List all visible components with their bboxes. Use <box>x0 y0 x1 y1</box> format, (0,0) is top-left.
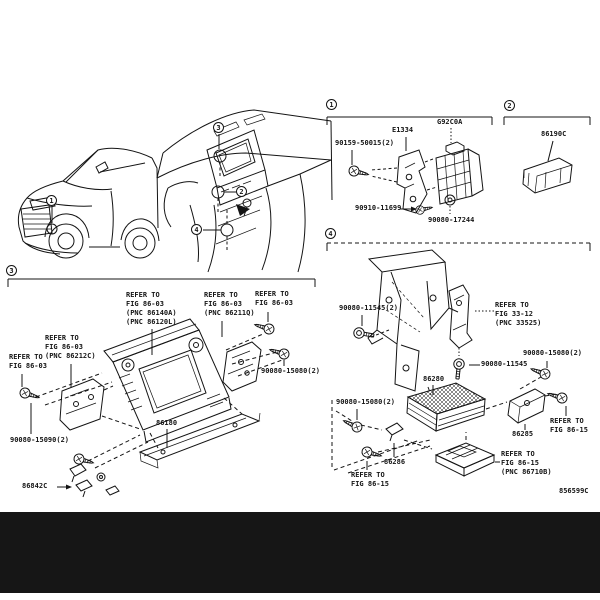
section4-amplifier-drawing <box>331 249 569 477</box>
screw-icon <box>267 344 291 361</box>
dashboard-drawing <box>156 109 333 273</box>
car-location-callout: 1 <box>46 195 57 206</box>
footer-black-band <box>0 512 600 593</box>
s3-bracket-left-refer-note: REFER TO FIG 86-03 (PNC 86212C) <box>45 334 96 360</box>
screw-icon <box>528 363 552 381</box>
s3-screw-right-part-label: 90080-15080(2) <box>261 367 321 375</box>
s3-rail-part-label: 86180 <box>156 419 178 427</box>
s4-bracket-part-label: 86285 <box>512 430 534 438</box>
dash-console-callout: 2 <box>236 186 247 197</box>
s4-screw-right-part-label: 90080-15080(2) <box>523 349 583 357</box>
s1-nut-part-label: 90080-17244 <box>428 216 475 224</box>
s4-bolt-mid-part-label: 90080-11545 <box>481 360 528 368</box>
s4-shift-refer-note: REFER TO FIG 33-12 (PNC 33525) <box>495 301 542 327</box>
s4-bolt-left-part-label: 90080-11545(2) <box>339 304 399 312</box>
s4-tray-refer-note: REFER TO FIG 86-15 (PNC 86710B) <box>501 450 552 476</box>
screw-icon <box>18 386 42 403</box>
screw-icon <box>347 164 371 180</box>
screw-icon <box>545 388 569 405</box>
s4-fig8615-right-refer-note: REFER TO FIG 86-15 <box>550 417 588 434</box>
bolt-icon <box>352 326 376 342</box>
s3-screw-right-refer-note: REFER TO FIG 86-03 <box>255 290 293 307</box>
screw-icon <box>340 415 365 435</box>
s4-amplifier-part-label: 86280 <box>423 375 445 383</box>
section-brackets <box>7 116 591 287</box>
s3-screw-left-refer-note: REFER TO FIG 86-03 <box>9 353 47 370</box>
screw-icon <box>360 445 384 462</box>
s3-radio-refer-note: REFER TO FIG 86-03 (PNC 86140A) (PNC 861… <box>126 291 177 326</box>
section-4-callout: 4 <box>325 228 336 239</box>
bolt-icon <box>451 357 466 380</box>
s4-fig8615-left-refer-note: REFER TO FIG 86-15 <box>351 471 389 488</box>
diagram-code: 856599C <box>559 487 589 495</box>
section-2-callout: 2 <box>504 100 515 111</box>
s4-clip-part-label: 86286 <box>384 458 406 466</box>
s1-bracket-part-label: E1334 <box>392 126 414 134</box>
screw-icon <box>72 452 96 469</box>
dash-lower-callout: 4 <box>191 224 202 235</box>
s4-screw-left-part-label: 90080-15080(2) <box>336 398 396 406</box>
s1-screw-part-label: 90159-50015(2) <box>335 139 395 147</box>
s1-bolt-part-label: 90910-11699 <box>355 204 402 212</box>
s3-clip-part-label: 86842C <box>22 482 48 490</box>
car-drawing <box>17 147 160 259</box>
s3-screw-bottom-part-label: 90080-15090(2) <box>10 436 70 444</box>
section-3-callout: 3 <box>6 265 17 276</box>
screw-icon <box>252 319 276 336</box>
section1-parts-drawing <box>347 128 484 216</box>
section3-radio-drawing <box>18 312 291 498</box>
dash-radio-callout: 3 <box>213 122 224 133</box>
s1-ecu-part-label: G92C0A <box>437 118 463 126</box>
section2-parts-drawing <box>522 140 573 194</box>
section-1-callout: 1 <box>326 99 337 110</box>
s2-part-label: 86190C <box>541 130 567 138</box>
s3-bracket-right-refer-note: REFER TO FIG 86-03 (PNC 86211Q) <box>204 291 255 317</box>
